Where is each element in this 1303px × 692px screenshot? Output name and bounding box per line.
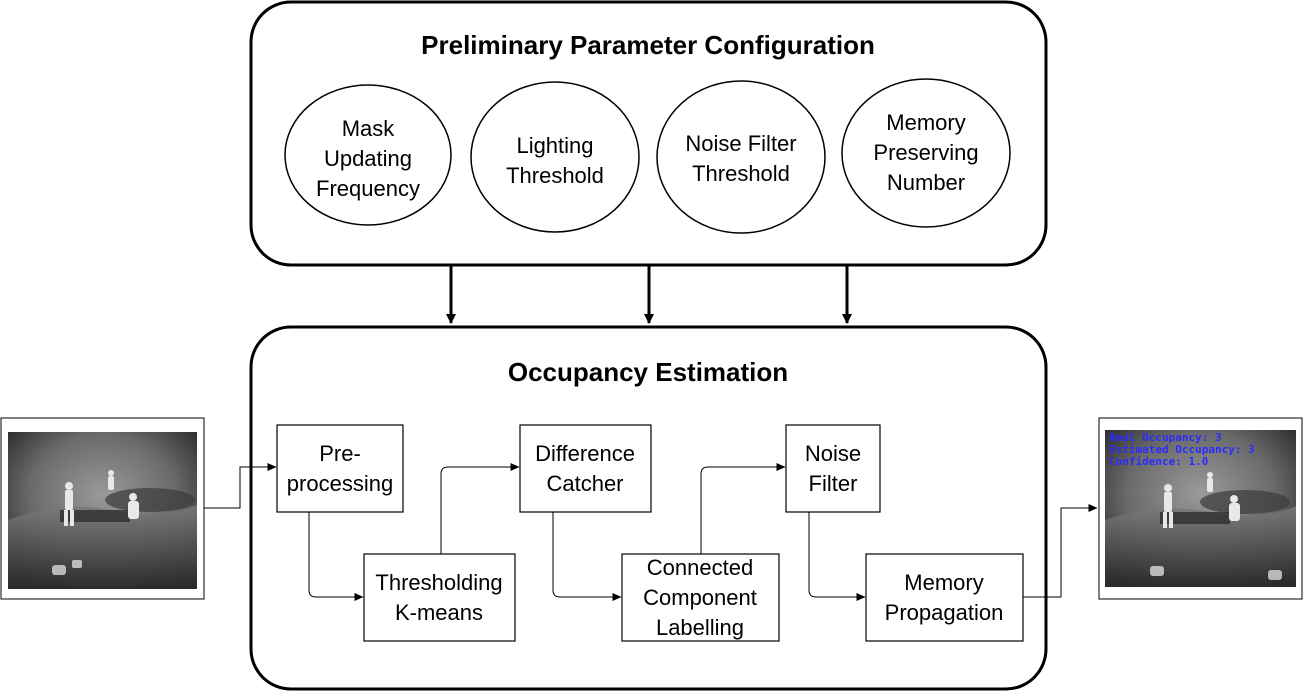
param-label-line: Memory [886,110,965,135]
step-label-line: Pre- [319,441,361,466]
param-label-line: Lighting [516,133,593,158]
param-label-line: Threshold [692,161,790,186]
step-memory-propagation: Memory Propagation [865,553,1024,642]
step-label-line: Difference [535,441,635,466]
step-thresholding-kmeans: Thresholding K-means [363,553,516,642]
overlay-estimated-occupancy: Estimated Occupancy: 3 [1109,443,1255,456]
estimation-panel: Occupancy Estimation Pre- processing Thr… [249,325,1048,691]
param-label-line: Preserving [873,140,978,165]
step-label-line: Filter [809,471,858,496]
param-label-line: Number [887,170,965,195]
param-mask-updating-frequency: Mask Updating Frequency [284,84,452,226]
config-panel: Preliminary Parameter Configuration Mask… [249,0,1048,267]
connector-arrow [308,512,364,601]
estimation-panel-title: Occupancy Estimation [508,357,788,387]
connector-arrow [700,463,786,554]
param-label-line: Noise Filter [685,131,796,156]
param-label-line: Threshold [506,163,604,188]
param-lighting-threshold: Lighting Threshold [470,81,640,233]
connector-arrow [552,512,622,601]
output-arrow [1023,504,1098,598]
overlay-real-occupancy: Real Occupancy: 3 [1109,431,1222,444]
param-memory-preserving-number: Memory Preserving Number [841,78,1011,228]
step-label-line: Propagation [885,600,1004,625]
step-label-line: Noise [805,441,861,466]
overlay-confidence: Confidence: 1.0 [1109,455,1208,468]
config-to-estimation-arrows [446,266,852,324]
step-difference-catcher: Difference Catcher [519,424,652,513]
step-label-line: processing [287,471,393,496]
step-label-line: Thresholding [375,570,502,595]
step-label-line: Memory [904,570,983,595]
param-label-line: Mask [342,116,396,141]
step-label-line: Labelling [656,615,744,640]
param-label-line: Frequency [316,176,420,201]
config-panel-title: Preliminary Parameter Configuration [421,30,875,60]
step-label-line: Connected [647,555,753,580]
step-noise-filter: Noise Filter [785,424,881,513]
step-preprocessing: Pre- processing [276,424,404,513]
step-connected-component-labelling: Connected Component Labelling [621,553,780,642]
input-thermal-image [0,417,205,600]
input-arrow [204,463,277,509]
step-label-line: Component [643,585,757,610]
param-label-line: Updating [324,146,412,171]
step-label-line: K-means [395,600,483,625]
connector-arrow [808,512,866,601]
param-noise-filter-threshold: Noise Filter Threshold [656,80,826,234]
step-connectors [308,463,866,601]
connector-arrow [440,463,520,554]
output-thermal-image: Real Occupancy: 3 Estimated Occupancy: 3… [1098,417,1303,600]
step-label-line: Catcher [546,471,623,496]
